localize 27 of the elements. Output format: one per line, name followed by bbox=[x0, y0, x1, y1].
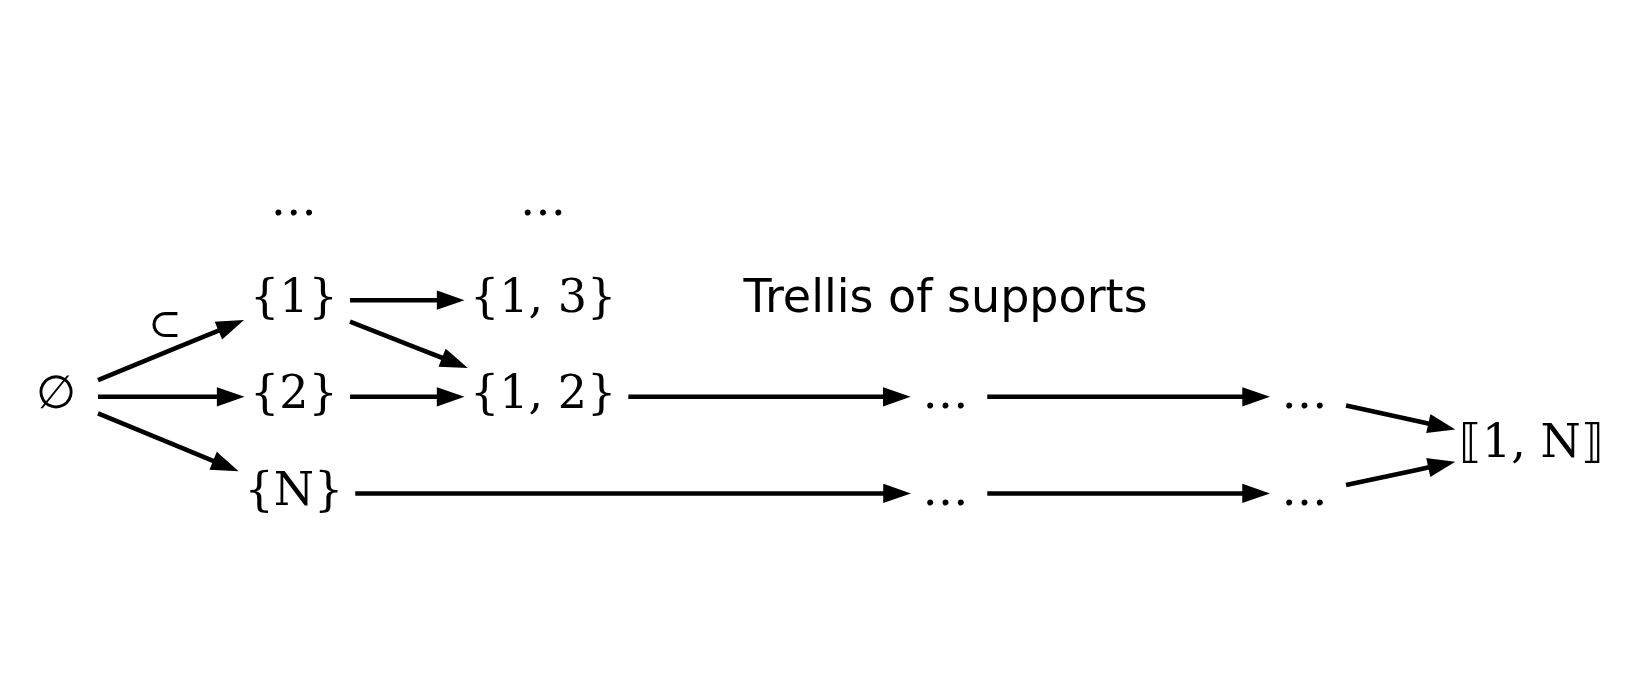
arrow bbox=[350, 290, 465, 310]
arrow bbox=[350, 386, 465, 406]
arrow bbox=[987, 483, 1270, 503]
label: Trellis of supports bbox=[743, 268, 1148, 323]
arrow bbox=[987, 386, 1270, 406]
arrow bbox=[97, 319, 244, 382]
node-text: … bbox=[1281, 364, 1328, 419]
edge-label: ⊂ bbox=[148, 299, 182, 346]
node-text: … bbox=[1281, 461, 1328, 516]
node-text: … bbox=[922, 364, 969, 419]
node-text: … bbox=[922, 461, 969, 516]
node-text: {1, 3} bbox=[469, 268, 617, 323]
arrow bbox=[98, 386, 245, 406]
node-text: ∅ bbox=[36, 364, 77, 419]
node-text: {1, 2} bbox=[469, 364, 617, 419]
arrow bbox=[1345, 402, 1456, 433]
arrow bbox=[97, 410, 239, 471]
node-text: {1} bbox=[249, 268, 338, 323]
arrow bbox=[349, 319, 468, 368]
node-text: {2} bbox=[249, 364, 338, 419]
label: … bbox=[520, 171, 567, 226]
arrow bbox=[355, 483, 911, 503]
arrow bbox=[628, 386, 911, 406]
label: … bbox=[270, 171, 317, 226]
node-text: {N} bbox=[244, 461, 344, 516]
node-text: ⟦1, N⟧ bbox=[1459, 413, 1604, 468]
arrow bbox=[1345, 457, 1456, 487]
